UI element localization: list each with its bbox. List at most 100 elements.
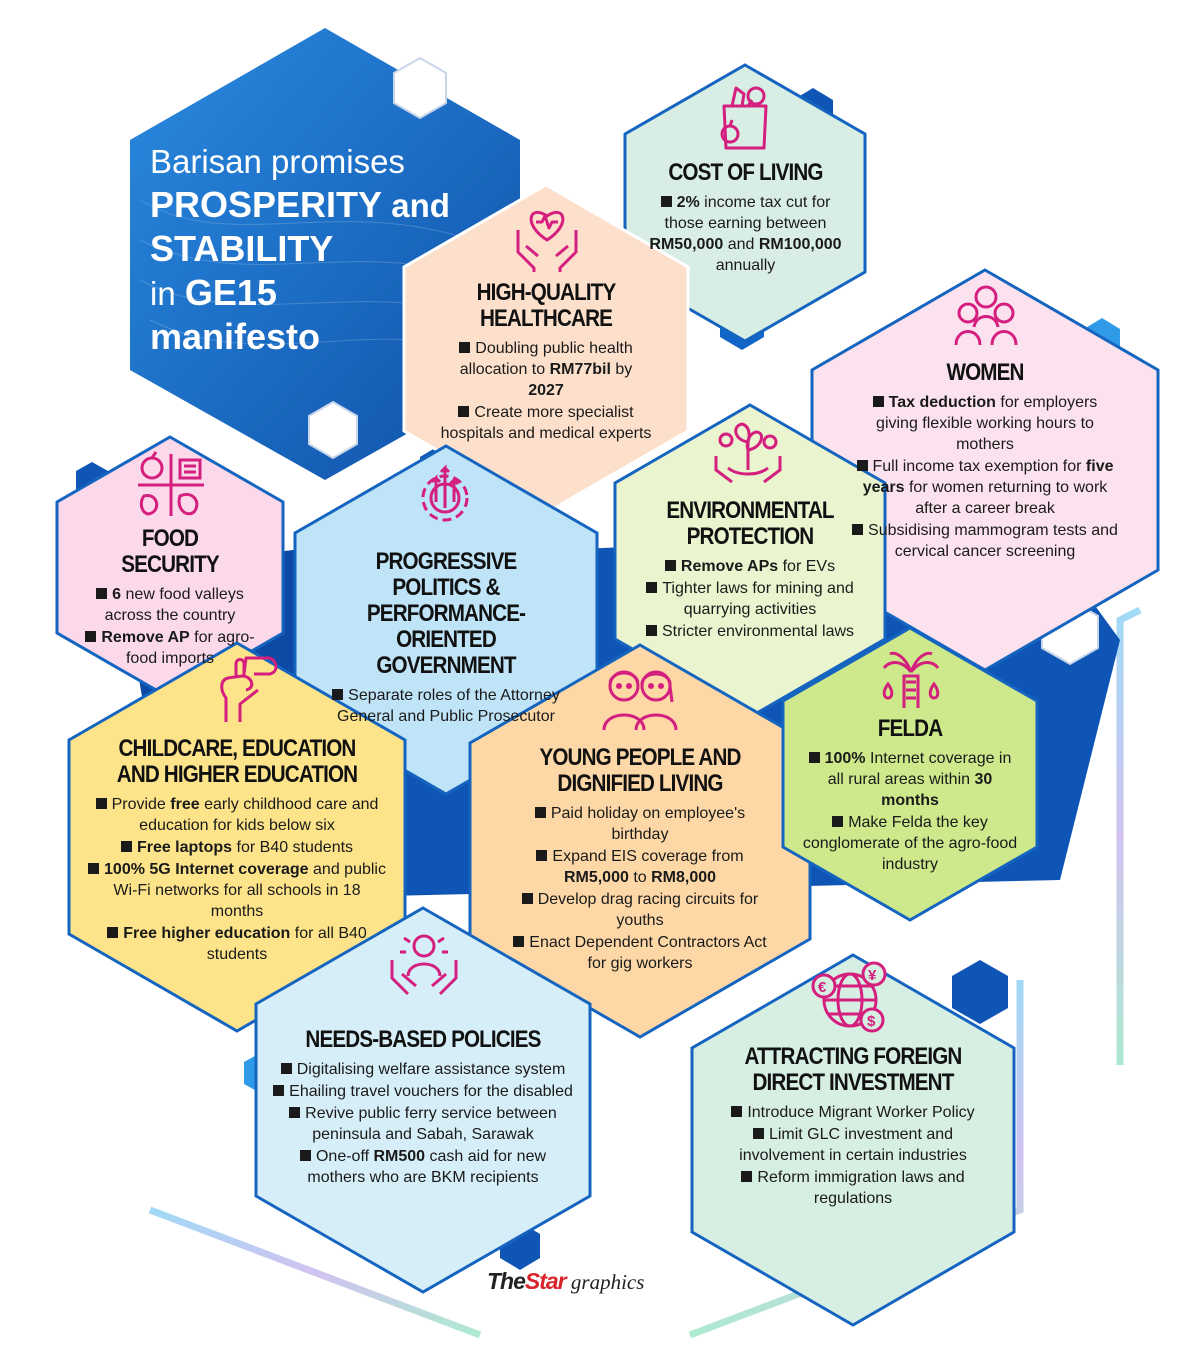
- item-text: and: [723, 236, 759, 253]
- section-item-list: 2% income tax cut for those earning betw…: [643, 192, 848, 276]
- section-title-line: GOVERNMENT: [376, 652, 516, 679]
- item-text: Full income tax exemption for: [872, 458, 1086, 475]
- section-title-line: PERFORMANCE-ORIENTED: [366, 600, 526, 653]
- title-in: in: [150, 275, 185, 312]
- section-title-line: WOMEN: [946, 359, 1024, 386]
- item-text: and public Wi-Fi networks for all school…: [113, 861, 386, 920]
- infographic-title: Barisan promises PROSPERITY and STABILIT…: [150, 140, 500, 359]
- section-item: Enact Dependent Contractors Act for gig …: [505, 932, 775, 974]
- section-item: Remove APs for EVs: [642, 556, 858, 577]
- item-bold-text: 100% 5G Internet coverage: [104, 861, 309, 878]
- item-bold-text: 100%: [824, 750, 866, 767]
- gear-growth-icon: [421, 464, 469, 522]
- item-bold-text: RM5,000: [563, 869, 629, 886]
- item-bold-text: RM50,000: [649, 236, 724, 253]
- section-item-list: 100% Internet coverage in all rural area…: [800, 748, 1020, 875]
- section-item: 100% Internet coverage in all rural area…: [800, 748, 1020, 811]
- item-text: Separate roles of the Attorney General a…: [337, 687, 560, 725]
- section-item: Ehailing travel vouchers for the disable…: [272, 1081, 574, 1102]
- section-item: Tighter laws for mining and quarrying ac…: [642, 578, 858, 620]
- item-text: Expand EIS coverage from: [552, 848, 744, 865]
- item-text: Create more specialist hospitals and med…: [440, 404, 652, 442]
- item-text: cash aid for new mothers who are BKM rec…: [307, 1148, 547, 1186]
- item-text: Make Felda the key conglomerate of the a…: [802, 814, 1018, 873]
- item-text: for agro-food imports: [125, 629, 255, 667]
- brand-the: The: [487, 1268, 526, 1294]
- item-text: income tax cut for those earning between: [664, 194, 831, 232]
- section-item-list: Tax deduction for employers giving flexi…: [852, 392, 1118, 562]
- section-item: Provide free early childhood care and ed…: [88, 794, 386, 836]
- item-text: Enact Dependent Contractors Act for gig …: [529, 934, 767, 972]
- item-bold-text: RM8,000: [651, 869, 717, 886]
- women-group-icon: [954, 285, 1018, 346]
- title-manifesto: manifesto: [150, 316, 321, 357]
- item-bold-text: RM100,000: [758, 236, 842, 253]
- item-text: for women returning to work after a care…: [904, 479, 1108, 517]
- section-item: 100% 5G Internet coverage and public Wi-…: [88, 859, 386, 922]
- section-item: Digitalising welfare assistance system: [272, 1059, 574, 1080]
- item-text: Develop drag racing circuits for youths: [537, 891, 759, 929]
- credit-line: TheStar graphics: [487, 1268, 644, 1295]
- title-and: and: [382, 187, 450, 224]
- section-title-line: DIGNIFIED LIVING: [557, 770, 723, 797]
- item-text: Introduce Migrant Worker Policy: [747, 1104, 975, 1121]
- item-bold-text: 2%: [676, 194, 700, 211]
- section-title: COST OF LIVING: [657, 160, 833, 186]
- section-item: Introduce Migrant Worker Policy: [712, 1102, 994, 1123]
- item-bold-text: 2027: [528, 382, 564, 399]
- heart-in-hands-icon: [516, 210, 578, 272]
- section-title-line: COST OF LIVING: [668, 159, 823, 186]
- item-bold-text: 30 months: [881, 771, 993, 809]
- section-title-line: NEEDS-BASED POLICIES: [305, 1026, 541, 1053]
- item-bold-text: Remove AP: [101, 629, 190, 646]
- section-title-line: PROGRESSIVE POLITICS &: [375, 548, 518, 601]
- item-text: early childhood care and education for k…: [139, 796, 379, 834]
- section-item: One-off RM500 cash aid for new mothers w…: [272, 1146, 574, 1188]
- item-text: Ehailing travel vouchers for the disable…: [289, 1083, 573, 1100]
- item-bold-text: RM500: [373, 1148, 426, 1165]
- section-item: Separate roles of the Attorney General a…: [318, 685, 574, 727]
- item-bold-text: Free higher education: [123, 925, 291, 942]
- section-item: Doubling public health allocation to RM7…: [440, 338, 652, 401]
- item-bold-text: RM77bil: [549, 361, 611, 378]
- item-text: Provide: [111, 796, 171, 813]
- item-text: Paid holiday on employee's birthday: [550, 805, 746, 843]
- section-title: NEEDS-BASED POLICIES: [293, 1027, 553, 1053]
- section-item: Free higher education for all B40 studen…: [88, 923, 386, 965]
- item-bold-text: Tax deduction: [888, 394, 996, 411]
- section-item: Develop drag racing circuits for youths: [505, 889, 775, 931]
- item-text: Reform immigration laws and regulations: [757, 1169, 965, 1207]
- svg-text:¥: ¥: [868, 967, 877, 984]
- svg-text:$: $: [867, 1013, 876, 1030]
- section-title-line: ENVIRONMENTAL: [666, 497, 834, 524]
- section-item: Make Felda the key conglomerate of the a…: [800, 812, 1020, 875]
- section-item: Expand EIS coverage from RM5,000 to RM8,…: [505, 846, 775, 888]
- item-text: Revive public ferry service between peni…: [305, 1105, 557, 1143]
- section-item: Free laptops for B40 students: [88, 837, 386, 858]
- section-title-line: HEALTHCARE: [479, 305, 613, 332]
- food-grid-icon: [138, 451, 204, 516]
- svg-text:€: €: [818, 979, 827, 996]
- item-text: Digitalising welfare assistance system: [296, 1061, 566, 1078]
- section-item: Tax deduction for employers giving flexi…: [852, 392, 1118, 455]
- section-item: Full income tax exemption for five years…: [852, 456, 1118, 519]
- item-text: new food valleys across the country: [104, 586, 244, 624]
- section-cost-of-living: COST OF LIVING 2% income tax cut for thos…: [643, 160, 848, 277]
- section-item-list: Doubling public health allocation to RM7…: [440, 338, 652, 444]
- item-text: for EVs: [778, 558, 836, 575]
- section-title: FELDA: [815, 716, 1004, 742]
- grocery-bag-icon: [720, 86, 768, 150]
- palm-oil-icon: [882, 651, 940, 708]
- section-item: Limit GLC investment and involvement in …: [712, 1124, 994, 1166]
- section-item: 6 new food valleys across the country: [85, 584, 255, 626]
- section-title-line: FELDA: [877, 715, 943, 742]
